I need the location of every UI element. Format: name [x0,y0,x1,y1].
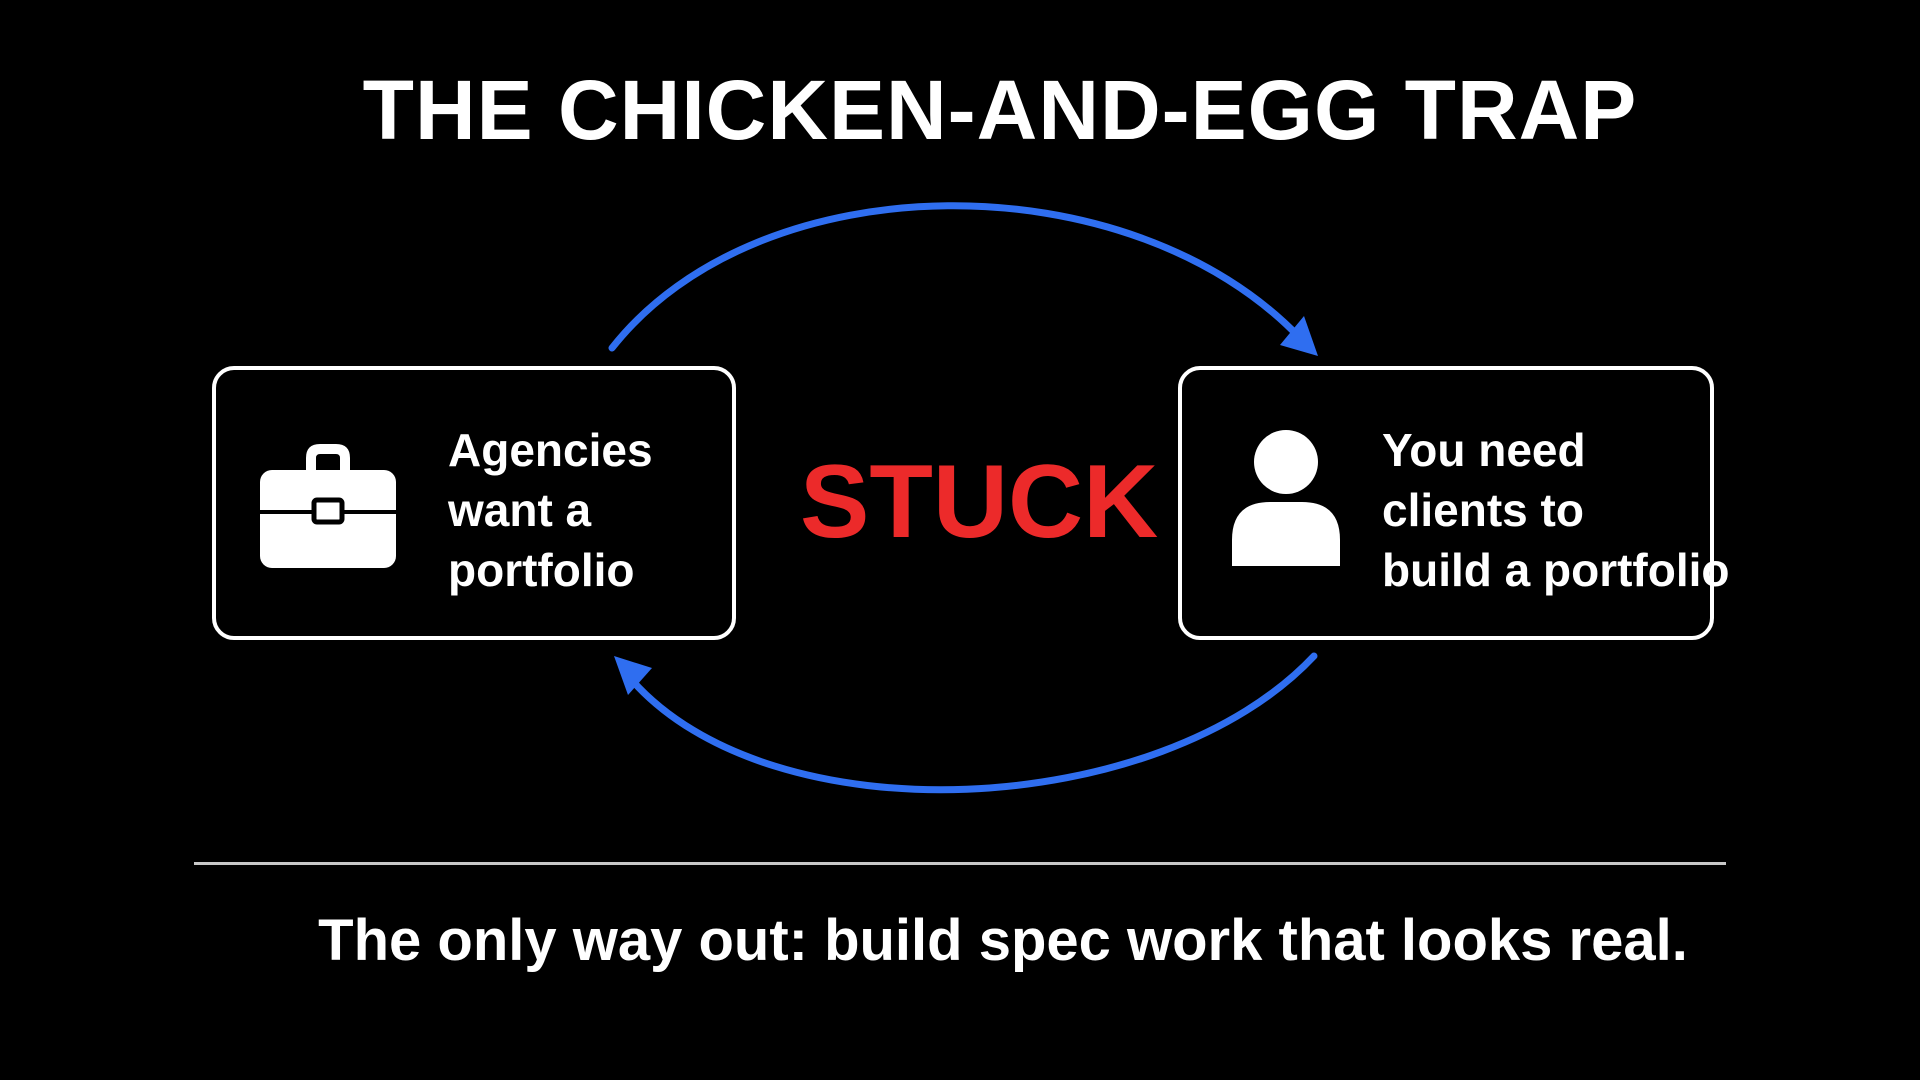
footer-tagline: The only way out: build spec work that l… [318,908,1688,973]
bottom-arrow-head [614,656,652,695]
agencies-line: want a [448,484,592,536]
page-title: THE CHICKEN-AND-EGG TRAP [362,63,1638,157]
clients-line: build a portfolio [1382,544,1730,596]
bottom-arrow-curve [626,652,1318,794]
top-arrow-curve [608,202,1304,352]
agencies-line: portfolio [448,544,635,596]
agencies-line: Agencies [448,424,653,476]
clients-line: You need [1382,424,1586,476]
top-arrow-head [1280,316,1318,356]
agencies-text: Agencies want a portfolio [448,420,653,600]
clients-box: You need clients to build a portfolio [1178,366,1730,640]
person-icon [1228,428,1348,572]
divider-line [194,862,1726,865]
clients-line: clients to [1382,484,1584,536]
agencies-box: Agencies want a portfolio [212,366,736,640]
clients-text: You need clients to build a portfolio [1382,420,1730,600]
stuck-label: STUCK [800,444,1159,560]
briefcase-icon [256,428,400,572]
